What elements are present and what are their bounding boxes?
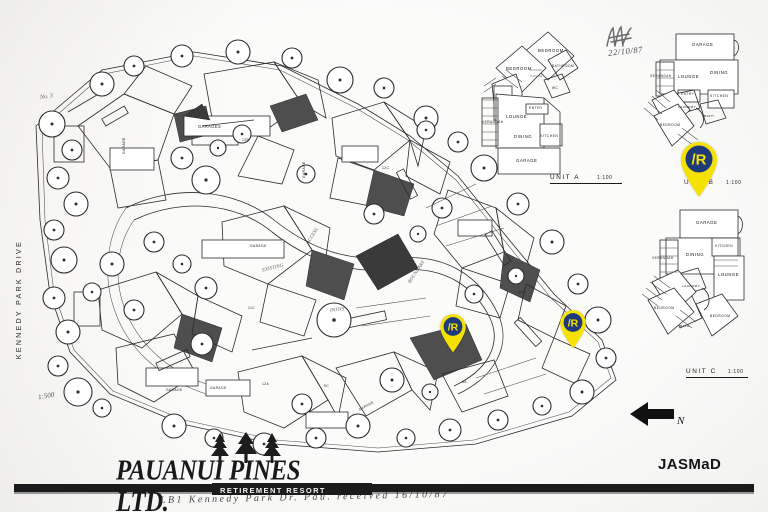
pin-inner-circle [685, 145, 713, 173]
unit-c-room-laundry: LAUNDRY [682, 284, 701, 288]
site-plan-vector [35, 39, 617, 456]
site-unit-number: 12A [262, 382, 270, 386]
unit-a-title-underline [550, 183, 622, 184]
tree-symbols [38, 39, 617, 456]
company-logo-text: PAUANUI PINES LTD. [116, 456, 301, 512]
unit-c-room-bath: BATH [680, 324, 690, 328]
unit-b-scale: 1:100 [726, 180, 742, 186]
unit-plan-a: BEDROOM BEDROOM BATHROOM ENTRY LOUNGE DI… [481, 26, 594, 186]
north-arrow-label: N [677, 415, 685, 427]
site-unit-number: 10C [518, 290, 526, 294]
unit-a-vector [481, 31, 579, 175]
street-label-kennedy-park-drive: KENNEDY PARK DRIVE [14, 240, 23, 360]
handwritten-signature [606, 25, 632, 47]
company-logo: PAUANUI PINES LTD. RETIREMENT RESORT [108, 432, 372, 512]
unit-c-vector [641, 209, 745, 337]
site-label-garages: GARAGES [198, 124, 222, 129]
unit-a-room-lounge: LOUNGE [506, 114, 528, 119]
site-label-garage-2: GARAGE [250, 244, 267, 248]
unit-b-room-entry: ENTRY [681, 92, 695, 96]
pin-label-text: /R [448, 322, 459, 334]
unit-c-room-bedroom-1: BEDROOM [654, 306, 675, 310]
site-unit-number: 12B [242, 138, 250, 142]
site-label-garage-6: GARAGE [210, 386, 227, 390]
map-pin-site-left[interactable]: /R [437, 312, 469, 353]
unit-b-room-kitchen: KITCHEN [710, 94, 729, 98]
site-label-garage-3: GARAGE [302, 161, 306, 178]
map-pin-unit-b[interactable]: /R [676, 138, 722, 197]
site-unit-number: 11C [248, 306, 256, 310]
unit-c-room-kitchen: KITCHEN [715, 244, 733, 248]
pin-label-text: /R [568, 318, 579, 330]
title-band-rule [14, 484, 754, 494]
building-cluster-centre [201, 205, 419, 337]
unit-a-room-bathroom: BATHROOM [552, 64, 575, 68]
pine-tree-icon [211, 432, 281, 463]
unit-plan-c: GARAGE VERANDAH DINING KITCHEN LOUNGE LA… [640, 204, 762, 364]
site-label-garage-1: GARAGE [122, 137, 126, 154]
unit-b-room-verandah: VERANDAH [650, 74, 672, 78]
unit-a-room-verandah: VERANDAH [482, 120, 504, 124]
unit-c-room-bedroom-2: BEDROOM [710, 314, 731, 318]
unit-c-scale: 1:100 [728, 369, 744, 375]
unit-a-room-wc: WC [552, 86, 559, 90]
pin-label-text: /R [692, 152, 707, 169]
unit-c-room-verandah: VERANDAH [652, 256, 674, 260]
pin-inner-circle [563, 313, 583, 332]
pin-inner-circle [443, 317, 463, 336]
site-label-garage-4: GARAGE [166, 388, 183, 392]
unit-c-title: UNIT C [686, 368, 717, 375]
dimension-ticks [355, 183, 547, 395]
unit-c-title-underline [686, 377, 748, 378]
building-cluster-nw [53, 65, 213, 209]
company-subtitle: RETIREMENT RESORT [220, 486, 326, 495]
site-plan-drawing: GARAGES GARAGE GARAGE GARAGE GARAGE GARA… [6, 8, 636, 458]
unit-a-room-bedroom-2: BEDROOM [506, 66, 532, 71]
north-arrow-icon [630, 402, 674, 426]
unit-b-room-laundry: LAUNDRY [678, 105, 697, 109]
unit-a-title: UNIT A [550, 174, 581, 181]
unit-a-room-garage: GARAGE [516, 158, 538, 163]
unit-b-room-lounge: LOUNGE [678, 74, 700, 79]
site-unit-number: 8A [462, 380, 467, 384]
unit-b-room-dining: DINING [710, 70, 729, 75]
unit-a-room-dining: DINING [514, 134, 533, 139]
unit-b-room-bedroom: BEDROOM [660, 123, 681, 127]
site-unit-number: 9C [324, 384, 330, 388]
unit-c-room-lounge: LOUNGE [718, 272, 740, 277]
unit-plan-b: GARAGE VERANDAH LOUNGE DINING KITCHEN EN… [638, 28, 758, 188]
unit-c-room-garage: GARAGE [696, 220, 718, 225]
site-unit-number: 12C [382, 166, 390, 170]
unit-a-scale: 1:100 [597, 175, 613, 181]
unit-b-vector [643, 33, 739, 147]
unit-a-room-kitchen: KITCHEN [540, 134, 559, 138]
unit-b-room-garage: GARAGE [692, 42, 714, 47]
unit-a-room-bedroom-1: BEDROOM [538, 48, 564, 53]
architect-logo: JASMaD [658, 456, 722, 473]
company-subtitle-bar [212, 483, 372, 495]
building-cluster-s [205, 323, 509, 429]
map-pin-site-right[interactable]: /R [557, 308, 589, 349]
north-arrow: N [628, 398, 698, 438]
unit-b-room-bath: BATH [704, 114, 715, 118]
unit-a-room-entry: ENTRY [529, 106, 543, 110]
unit-c-room-dining: DINING [686, 252, 705, 257]
